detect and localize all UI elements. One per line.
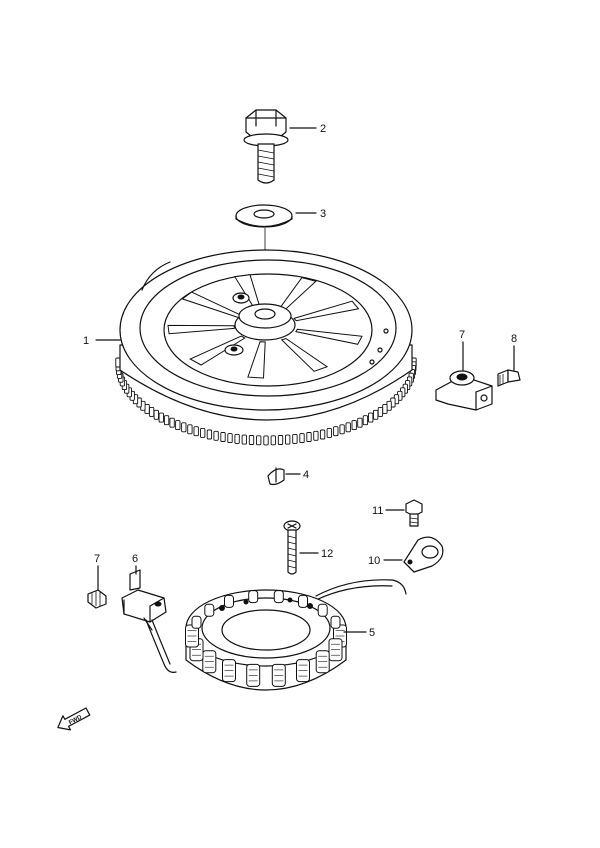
stator-coil (317, 603, 328, 617)
gear-tooth (345, 422, 351, 433)
gear-tooth (313, 430, 319, 441)
part-label-4: 4 (303, 469, 309, 481)
gear-tooth (263, 435, 269, 446)
flywheel-spoke (247, 341, 266, 379)
stator-coils (185, 590, 347, 687)
part-label-11: 11 (372, 505, 383, 517)
gear-tooth (241, 434, 247, 445)
part-label-8: 7 (459, 329, 465, 341)
pulser-coil[interactable] (121, 569, 177, 673)
gear-tooth (368, 412, 374, 423)
gear-tooth (292, 433, 298, 444)
gear-tooth (200, 427, 206, 438)
gear-tooth (362, 415, 369, 426)
gear-tooth (187, 424, 193, 435)
gear-tooth (206, 429, 213, 440)
gear-tooth (163, 415, 170, 426)
clamp-bolt[interactable] (405, 499, 423, 527)
gear-tooth (213, 430, 219, 441)
gear-tooth (227, 433, 233, 444)
gear-tooth (357, 417, 363, 428)
part-label-1: 1 (83, 335, 89, 347)
gear-tooth (175, 420, 181, 431)
gear-tooth (148, 406, 155, 417)
stator-coil (330, 615, 341, 629)
gear-tooth (339, 424, 345, 435)
part-label-12: 12 (321, 548, 333, 560)
gear-tooth (386, 400, 392, 411)
gear-tooth (377, 406, 384, 417)
gear-tooth (277, 435, 284, 445)
pulser-bolt[interactable] (87, 589, 107, 609)
stator-coil (204, 603, 215, 617)
sensor[interactable] (435, 370, 493, 411)
gear-tooth (181, 422, 187, 433)
sensor-bolt[interactable] (497, 369, 521, 387)
gear-tooth (220, 432, 226, 442)
stator-coil (224, 594, 234, 608)
gear-tooth (299, 433, 305, 444)
gear-tooth (333, 426, 339, 437)
gear-tooth (153, 409, 159, 420)
flywheel[interactable] (115, 249, 417, 446)
flywheel-spoke (293, 300, 360, 322)
gear-tooth (285, 434, 291, 445)
gear-tooth (193, 426, 199, 437)
flywheel-spoke (295, 328, 363, 345)
gear-tooth (382, 403, 388, 414)
gear-tooth (270, 435, 276, 446)
stator[interactable] (185, 579, 407, 691)
part-label-7: 7 (94, 553, 100, 565)
gear-tooth (351, 420, 357, 431)
fwd-arrow: FWD (57, 707, 91, 731)
washer[interactable] (235, 204, 293, 228)
gear-tooth (234, 433, 240, 444)
key[interactable] (267, 467, 285, 486)
part-label-9: 8 (511, 333, 517, 345)
flywheel-spokes (167, 274, 363, 379)
gear-tooth (319, 429, 326, 440)
stator-coil (191, 615, 202, 629)
gear-tooth (248, 435, 255, 445)
part-label-10: 10 (368, 555, 380, 567)
gear-tooth (256, 435, 262, 446)
gear-tooth (306, 432, 312, 442)
gear-tooth (144, 403, 150, 414)
ring-gear-teeth (115, 357, 417, 446)
part-label-3: 3 (320, 208, 326, 220)
gear-tooth (169, 417, 175, 428)
part-label-2: 2 (320, 123, 326, 135)
flywheel-bolt[interactable] (243, 109, 289, 184)
part-label-5: 5 (369, 627, 375, 639)
clamp[interactable] (403, 536, 444, 573)
flywheel-spoke (189, 335, 246, 366)
stator-coil (298, 594, 308, 608)
stator-coil (248, 590, 259, 604)
gear-tooth (326, 427, 332, 438)
stator-screw[interactable] (283, 520, 301, 575)
part-label-6: 6 (132, 553, 138, 565)
flywheel-spoke (167, 324, 235, 335)
flywheel-spoke (280, 337, 329, 372)
gear-tooth (373, 409, 379, 420)
stator-coil (273, 590, 284, 604)
gear-tooth (158, 412, 164, 423)
